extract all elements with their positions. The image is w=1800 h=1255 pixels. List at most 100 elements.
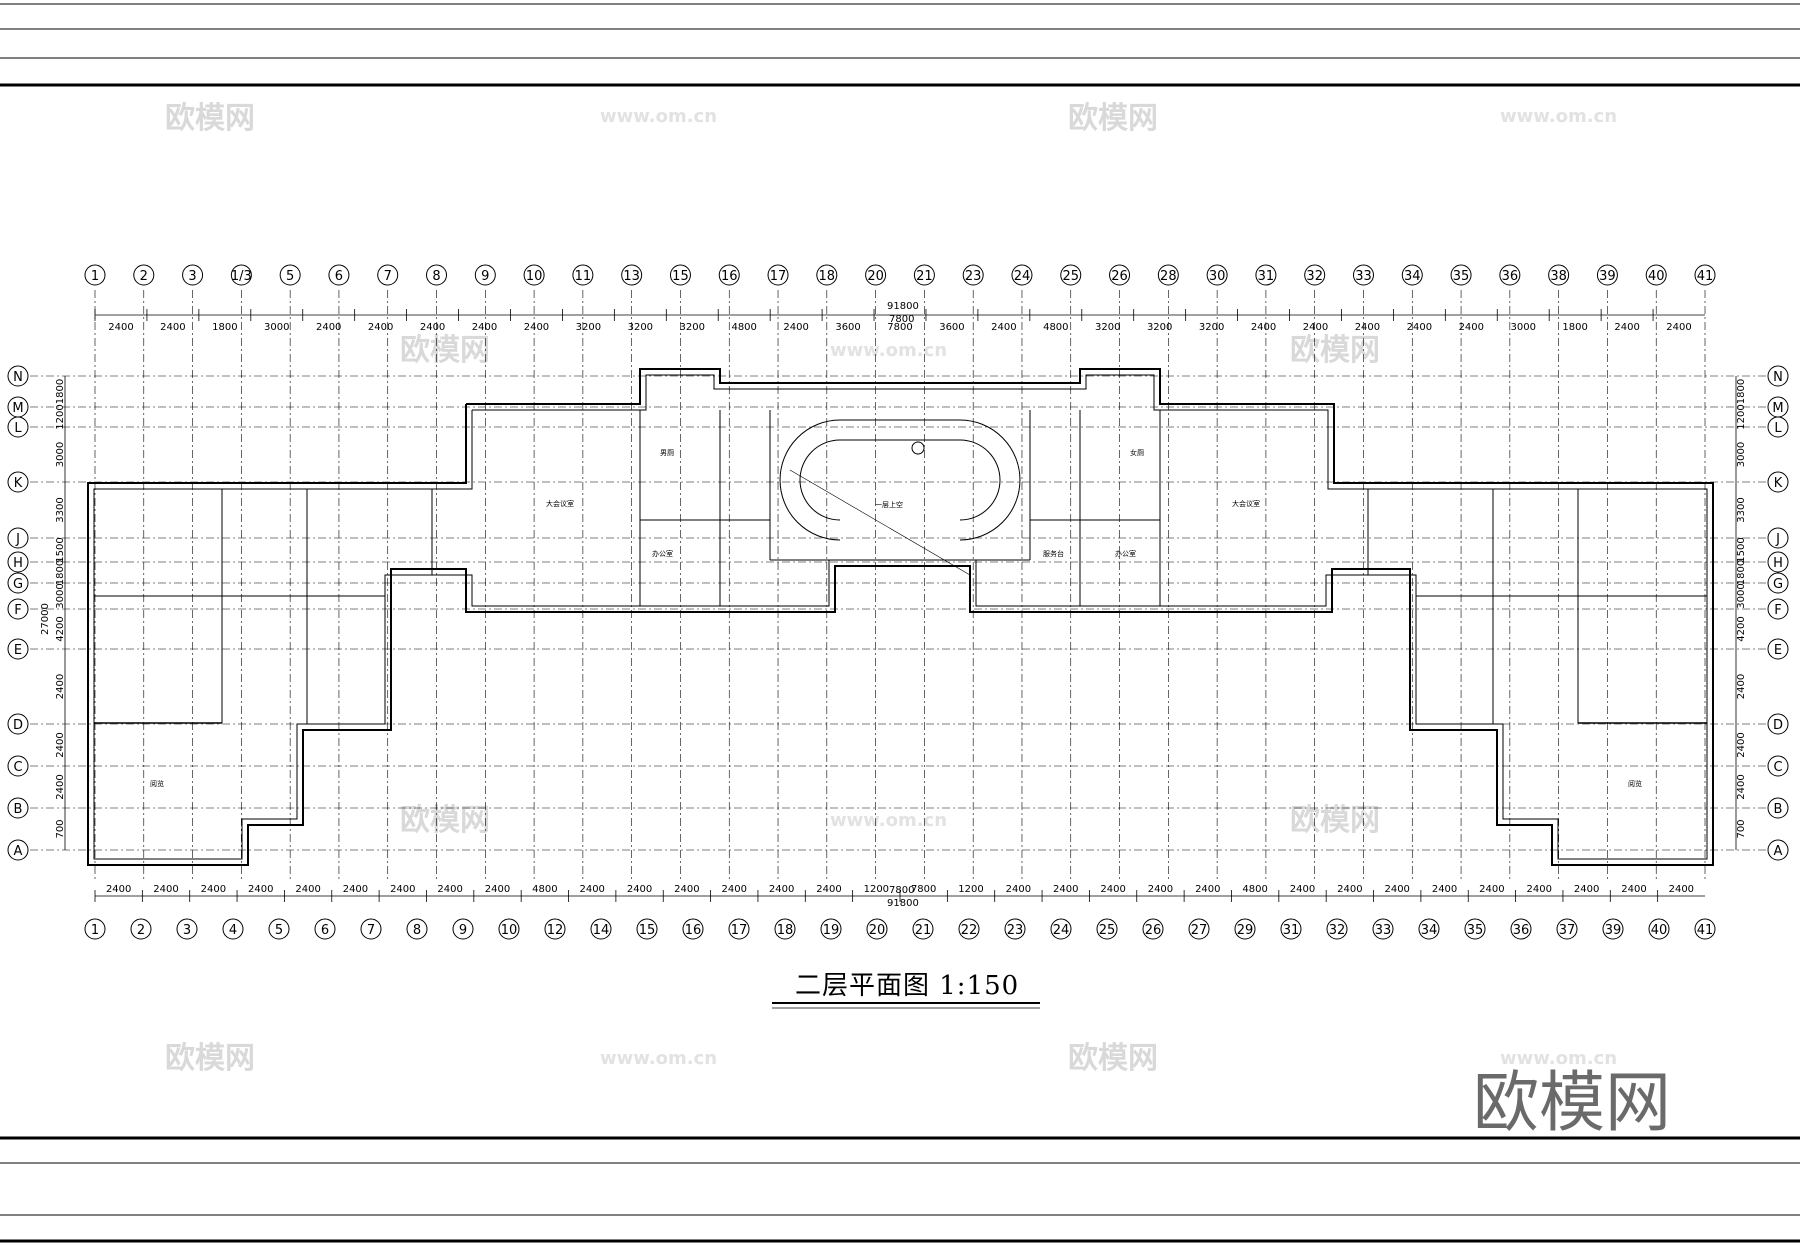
room-toilet-right: 女厕 [1130,448,1144,457]
row-label-right: L [1774,421,1782,436]
center-dimension-top: 7800 [889,314,914,325]
axis-bubble-bottom [1372,918,1394,940]
dim-value-top: 2400 [472,322,497,333]
axis-label-top: 2 [140,269,148,284]
row-bubble-right [1767,471,1789,493]
axis-label-bottom: 21 [915,923,932,938]
axis-bubble-top [572,264,594,286]
row-label-right: H [1773,556,1783,571]
dim-value-row-left: 3000 [55,442,66,467]
axis-label-bottom: 15 [639,923,656,938]
dim-value-row-left: 1800 [55,379,66,404]
row-label-left: L [14,421,22,436]
axis-bubble-top [1011,264,1033,286]
row-label-right: E [1774,643,1782,658]
room-labels: 大会议室 大会议室 一层上空 男厕 女厕 办公室 办公室 阅览 阅览 服务台 [150,448,1642,788]
room-stair-hall: 一层上空 [875,500,903,509]
axis-label-top: 8 [432,269,440,284]
axis-bubble-top [1645,264,1667,286]
axis-bubble-bottom [636,918,658,940]
drawing-title: 二层平面图 1:150 [795,971,1019,1001]
row-bubble-left [7,471,29,493]
watermark-url: www.om.cn [830,810,947,831]
axis-label-top: 31 [1258,269,1275,284]
axis-label-bottom: 39 [1605,923,1622,938]
axis-label-top: 7 [384,269,392,284]
axis-bubble-top [1694,264,1716,286]
dim-value-bottom: 7800 [911,884,936,895]
row-bubble-left [7,572,29,594]
left-height-dimension: 27000 [40,603,51,635]
brand-logo: 欧模网 [1473,1064,1671,1141]
dim-value-row-left: 1500 [55,537,66,562]
axis-label-top: 38 [1550,269,1567,284]
dim-value-top: 2400 [316,322,341,333]
dim-value-bottom: 2400 [816,884,841,895]
axis-bubble-top [377,264,399,286]
axis-label-bottom: 14 [593,923,610,938]
axis-bubble-top [1109,264,1131,286]
axis-label-top: 1/3 [231,269,252,284]
axis-label-bottom: 9 [459,923,467,938]
axis-bubble-top [865,264,887,286]
row-bubble-left [7,797,29,819]
watermark-logo: 欧模网 [1290,803,1380,838]
dim-value-row-right: 2400 [1736,732,1747,757]
axis-label-top: 17 [770,269,787,284]
axis-bubble-bottom [1142,918,1164,940]
row-bubble-right [1767,416,1789,438]
watermark-url: www.om.cn [600,106,717,127]
row-label-left: B [14,802,23,817]
dim-value-row-right: 1500 [1736,537,1747,562]
dim-value-row-right: 3000 [1736,442,1747,467]
dim-value-row-left: 2400 [55,674,66,699]
axis-label-bottom: 31 [1283,923,1300,938]
axis-bubble-bottom [728,918,750,940]
axis-label-bottom: 26 [1145,923,1162,938]
dim-value-top: 2400 [108,322,133,333]
watermark-logo: 欧模网 [165,1041,255,1076]
row-bubble-right [1767,797,1789,819]
room-meeting-right: 大会议室 [1232,499,1260,508]
axis-bubble-top [718,264,740,286]
dim-value-bottom: 2400 [1290,884,1315,895]
axis-bubble-top [1255,264,1277,286]
axis-bubble-bottom [912,918,934,940]
axis-label-bottom: 18 [777,923,794,938]
axis-bubble-top [230,264,252,286]
axis-label-top: 33 [1355,269,1372,284]
dim-value-top: 2400 [368,322,393,333]
axis-bubble-top [962,264,984,286]
row-label-left: K [14,476,23,491]
room-office-left: 办公室 [652,549,673,558]
dim-value-top: 2400 [160,322,185,333]
dim-value-top: 7800 [887,322,912,333]
axis-label-top: 41 [1697,269,1714,284]
row-bubble-right [1767,598,1789,620]
dim-value-top: 3000 [264,322,289,333]
watermark-url: www.om.cn [830,340,947,361]
axis-label-bottom: 12 [547,923,564,938]
dim-value-row-left: 4200 [55,616,66,641]
axis-label-top: 26 [1111,269,1128,284]
axis-label-bottom: 4 [229,923,237,938]
axis-bubble-bottom [544,918,566,940]
row-label-left: N [13,370,23,385]
row-label-left: F [14,603,21,618]
dim-value-bottom: 2400 [248,884,273,895]
dim-value-row-left: 1800 [55,560,66,585]
dim-value-top: 2400 [1614,322,1639,333]
dim-value-bottom: 1200 [958,884,983,895]
axis-label-top: 34 [1404,269,1421,284]
row-bubble-right [1767,527,1789,549]
dim-value-bottom: 2400 [1006,884,1031,895]
dim-value-bottom: 4800 [532,884,557,895]
axis-label-top: 21 [916,269,933,284]
row-bubble-left [7,416,29,438]
axis-label-top: 18 [819,269,836,284]
axis-bubble-bottom [590,918,612,940]
axis-grid [30,290,1768,880]
axis-label-top: 24 [1014,269,1031,284]
dim-value-row-left: 2400 [55,732,66,757]
dim-value-bottom: 2400 [1432,884,1457,895]
